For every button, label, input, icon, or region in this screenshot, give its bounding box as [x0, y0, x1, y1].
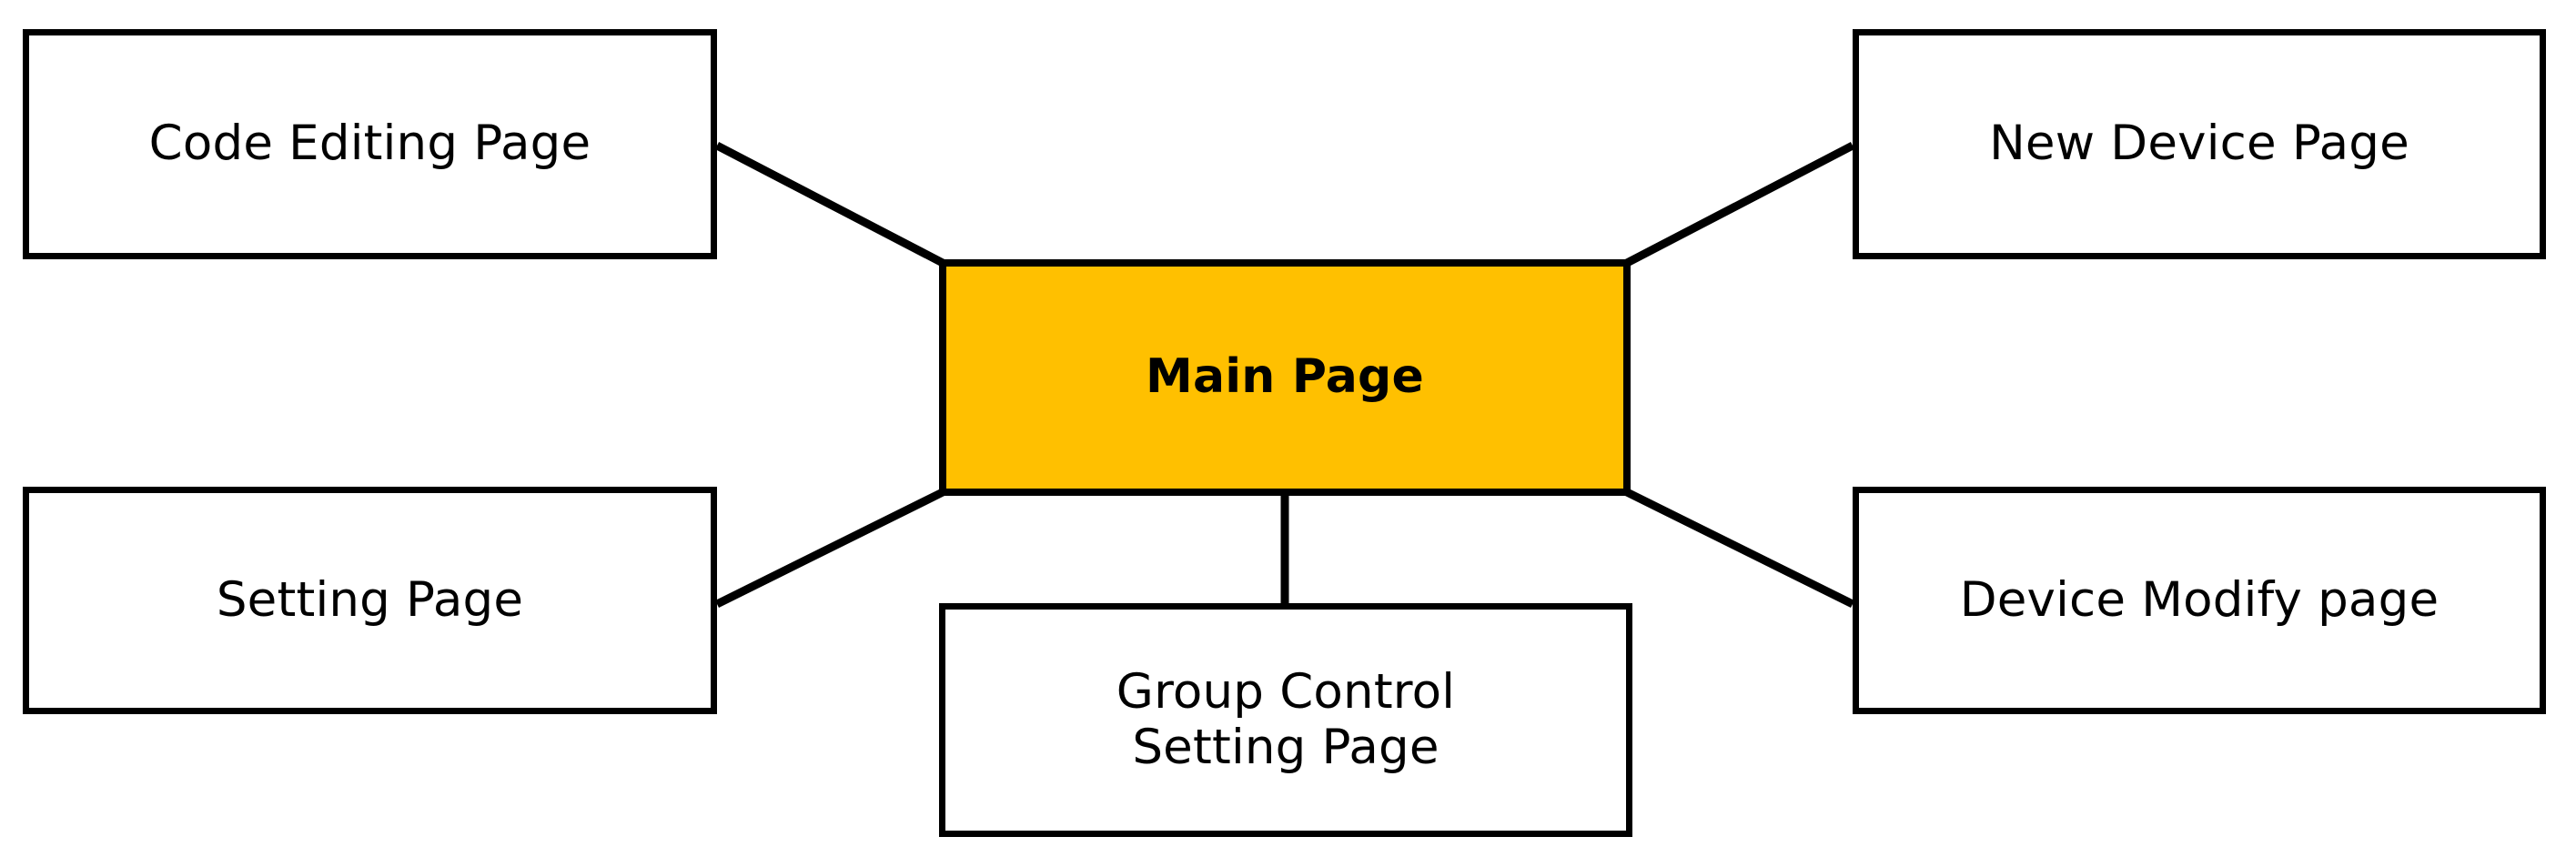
node-device-modify-page[interactable]: Device Modify page	[1853, 487, 2546, 714]
edge-main-device-modify	[1625, 488, 1854, 609]
node-label: Main Page	[1146, 349, 1424, 405]
node-new-device-page[interactable]: New Device Page	[1853, 29, 2546, 259]
node-main-page[interactable]: Main Page	[939, 259, 1631, 496]
node-code-editing-page[interactable]: Code Editing Page	[23, 29, 717, 259]
edge-main-setting	[715, 488, 945, 609]
node-label: Group Control Setting Page	[1116, 664, 1456, 775]
node-label: New Device Page	[1989, 116, 2409, 172]
node-setting-page[interactable]: Setting Page	[23, 487, 717, 714]
node-label: Setting Page	[216, 571, 524, 628]
edge-main-code-editing	[714, 142, 945, 267]
node-label: Code Editing Page	[148, 116, 591, 172]
edge-main-new-device	[1624, 142, 1855, 267]
node-label: Device Modify page	[1959, 571, 2440, 628]
node-group-control-setting-page[interactable]: Group Control Setting Page	[939, 603, 1632, 837]
